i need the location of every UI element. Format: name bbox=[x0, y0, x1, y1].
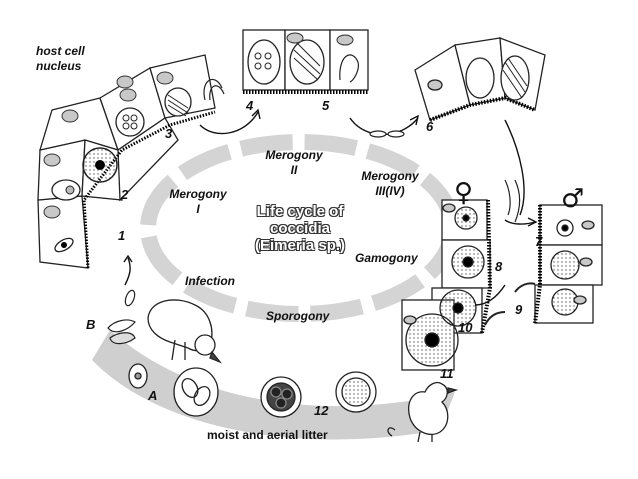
merogony-i-label: Merogony I bbox=[169, 187, 227, 216]
hen-drawing bbox=[387, 381, 459, 443]
center-title: Life cycle of coccidia (Eimeria sp.) bbox=[254, 203, 346, 254]
stage-9-label: 9 bbox=[515, 302, 523, 317]
left-nuclei bbox=[43, 71, 174, 219]
litter-band bbox=[92, 330, 455, 440]
female-symbol-icon: ♀ bbox=[454, 178, 474, 208]
chick-eating bbox=[147, 299, 223, 364]
stage-a-label: A bbox=[148, 388, 158, 403]
stage-4-label: 4 bbox=[246, 98, 254, 113]
stage-7-label: 7 bbox=[535, 234, 543, 249]
merogony-iii-label: Merogony III(IV) bbox=[361, 169, 419, 198]
stage-4-5-meronts bbox=[247, 32, 359, 85]
stage-12-label: 12 bbox=[314, 403, 329, 418]
stage-b-label: B bbox=[86, 317, 96, 332]
stage-3-label: 3 bbox=[165, 126, 173, 141]
sporogony-label: Sporogony bbox=[266, 309, 330, 323]
right-male-cells bbox=[533, 204, 603, 324]
stage-5-label: 5 bbox=[322, 98, 330, 113]
infection-label: Infection bbox=[185, 274, 235, 288]
stage-10-label: 10 bbox=[458, 320, 473, 335]
stage-2-trophozoite bbox=[51, 147, 118, 201]
cycle-arrows bbox=[123, 108, 538, 306]
stage-1-label: 1 bbox=[118, 228, 126, 243]
stage-11-label: 11 bbox=[440, 366, 454, 381]
stage-2-label: 2 bbox=[121, 187, 129, 202]
litter-label: moist and aerial litter bbox=[207, 428, 328, 442]
merogony-ii-label: Merogony II bbox=[265, 148, 323, 177]
right-female-cells bbox=[401, 199, 493, 371]
stage-8-label: 8 bbox=[495, 259, 503, 274]
oocysts bbox=[128, 363, 377, 418]
sporozoites bbox=[107, 289, 136, 345]
merozoites bbox=[369, 130, 536, 326]
stage-1-sporozoite-cell bbox=[54, 237, 74, 253]
male-symbol-icon: ♂ bbox=[561, 184, 585, 214]
top-right-epithelium bbox=[414, 37, 546, 122]
host-cell-nucleus-label: host cell nucleus bbox=[36, 44, 85, 73]
stage-3-meront bbox=[115, 78, 225, 137]
gamogony-label: Gamogony bbox=[355, 251, 418, 265]
stage-6-label: 6 bbox=[426, 119, 434, 134]
